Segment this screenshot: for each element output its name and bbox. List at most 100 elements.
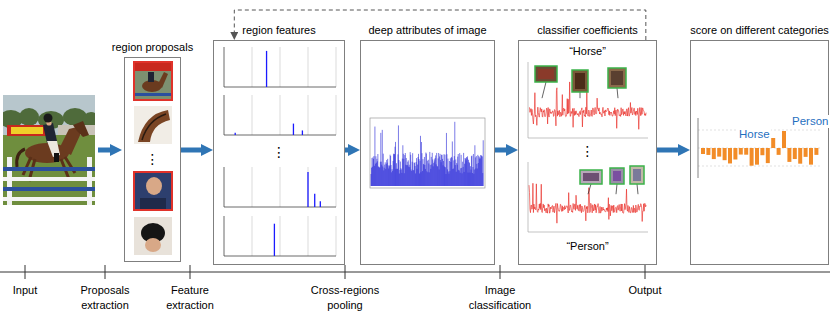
- stage-panel: deep attributes of image: [360, 40, 495, 265]
- ellipsis-mark: ⋮: [272, 143, 286, 161]
- photo-horse-leg: [23, 157, 31, 175]
- thumb-ground: [134, 62, 172, 100]
- thumb-ground: [134, 217, 172, 255]
- coefficient-series: [529, 183, 646, 223]
- timeline-tick: [25, 265, 26, 279]
- thumb-ground: [134, 106, 172, 144]
- score-bar: [755, 148, 759, 165]
- plot-axis: [224, 135, 336, 136]
- stage-label: Cross-regions pooling: [304, 283, 386, 313]
- thumb-ground: [134, 172, 172, 210]
- photo-grass: [3, 135, 95, 205]
- patch-thumbnail: [630, 166, 644, 184]
- proposal-thumbnail: [134, 62, 172, 100]
- plot-axis: [528, 138, 648, 139]
- plot-gridline: [252, 95, 253, 135]
- score-bar: [814, 148, 818, 155]
- score-bar: [733, 148, 737, 160]
- class-name: “Person”: [566, 240, 608, 253]
- feature-plot: [224, 167, 336, 207]
- patch-detail: [538, 69, 554, 79]
- category-label: Horse: [738, 128, 771, 141]
- feature-spike: [266, 51, 267, 87]
- plot-axis: [224, 47, 225, 87]
- plot-gridline: [698, 166, 820, 167]
- input-photo: [3, 95, 95, 205]
- thumb-red-frame: [134, 172, 172, 210]
- leader-line: [542, 82, 546, 98]
- flow-arrow: [345, 148, 348, 153]
- feature-spike: [307, 172, 308, 207]
- leader-line: [580, 92, 581, 98]
- thumb-rail: [134, 93, 172, 96]
- plot-axis: [224, 87, 336, 88]
- timeline-tick: [645, 265, 646, 279]
- panel-title: deep attributes of image: [368, 24, 486, 37]
- proposal-thumbnail: [134, 106, 172, 144]
- patch-thumbnail: [572, 70, 588, 92]
- photo-tree: [19, 108, 39, 126]
- thumb-banner: [134, 62, 172, 71]
- score-bar: [723, 148, 727, 160]
- leader-line: [617, 88, 618, 98]
- patch-green-frame: [580, 170, 602, 184]
- plot-gridline: [252, 47, 253, 87]
- feature-plot: [224, 216, 336, 256]
- plot-gridline: [336, 216, 337, 256]
- photo-horse-tail: [17, 149, 25, 167]
- plot-gridline: [252, 167, 253, 207]
- stage-panel: region proposals⋮: [124, 57, 181, 262]
- timeline-tick: [500, 265, 501, 279]
- score-bar: [712, 148, 716, 159]
- timeline-axis: [0, 272, 830, 273]
- plot-axis: [528, 232, 648, 233]
- thumb-rein: [142, 114, 166, 140]
- patch-thumbnail: [535, 66, 557, 82]
- patch-green-frame: [535, 66, 557, 82]
- class-name: “Horse”: [569, 45, 606, 58]
- plot-gridline: [308, 47, 309, 87]
- photo-rider-boot: [54, 153, 59, 162]
- plot-axis: [224, 95, 225, 135]
- patch-detail: [575, 73, 585, 89]
- stage-label: Input: [0, 283, 50, 298]
- patch-thumbnail: [580, 170, 602, 184]
- proposal-thumbnail: [134, 217, 172, 255]
- plot-gridline: [308, 95, 309, 135]
- feature-spike: [293, 124, 294, 135]
- score-bar: [782, 131, 786, 148]
- thumb-face: [146, 177, 162, 195]
- feature-spike: [274, 224, 275, 256]
- score-bar: [777, 148, 781, 155]
- feature-spike: [235, 133, 236, 135]
- proposal-thumbnail: [134, 172, 172, 210]
- plot-gridline: [336, 47, 337, 87]
- score-bar: [798, 148, 802, 164]
- score-bar: [744, 148, 748, 155]
- patch-detail: [633, 169, 641, 181]
- coefficient-plot: [528, 162, 648, 232]
- leader-line: [637, 184, 638, 194]
- stage-label: Output: [617, 283, 673, 298]
- photo-fence-rail: [3, 167, 95, 171]
- category-label: Person: [791, 115, 829, 128]
- feature-plot: [224, 95, 336, 135]
- plot-axis: [224, 167, 225, 207]
- timeline-tick: [105, 265, 106, 279]
- ellipsis-mark: ⋮: [146, 150, 160, 168]
- feature-spike: [320, 201, 321, 207]
- flow-arrow: [181, 148, 201, 153]
- attribute-spectrum: [371, 122, 483, 186]
- feature-spike: [314, 194, 315, 207]
- score-bar: [793, 148, 797, 159]
- plot-gridline: [280, 95, 281, 135]
- photo-rider-jacket: [43, 123, 57, 143]
- patch-green-frame: [572, 70, 588, 92]
- patch-green-frame: [610, 168, 624, 184]
- attribute-plot: [370, 118, 485, 188]
- stage-panel: score on different categoriesHorsePerson: [690, 40, 829, 265]
- panel-title: region proposals: [112, 41, 193, 54]
- stage-panel: region features⋮: [213, 40, 345, 265]
- leader-line: [616, 184, 617, 194]
